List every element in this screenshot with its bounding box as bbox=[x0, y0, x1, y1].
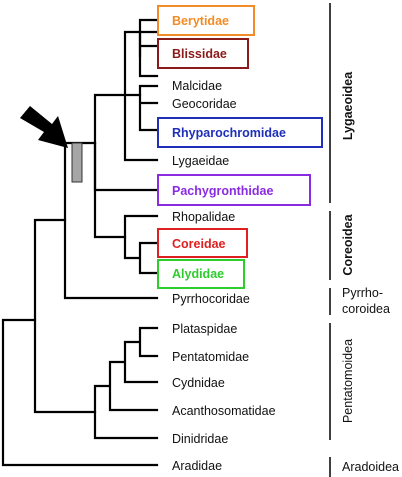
branch-coreoidea bbox=[123, 214, 159, 275]
highlight-box-coreidae bbox=[157, 228, 248, 258]
taxon-label-lygaeidae: Lygaeidae bbox=[172, 154, 229, 168]
branch-berytidae bbox=[138, 18, 159, 58]
taxon-label-rhopalidae: Rhopalidae bbox=[172, 210, 235, 224]
superfamily-label-pyrrhocoroidea-line1: Pyrrho- bbox=[342, 286, 383, 300]
highlight-box-rhyparochromidae bbox=[157, 117, 323, 148]
superfamily-label-lygaeoidea: Lygaeoidea bbox=[341, 71, 355, 140]
taxon-label-dinidridae: Dinidridae bbox=[172, 432, 228, 446]
highlight-box-berytidae bbox=[157, 5, 255, 36]
taxon-label-malcidae: Malcidae bbox=[172, 79, 222, 93]
taxon-label-acanthosomatidae: Acanthosomatidae bbox=[172, 404, 276, 418]
taxon-label-geocoridae: Geocoridae bbox=[172, 97, 237, 111]
taxon-label-aradidae: Aradidae bbox=[172, 459, 222, 473]
branch-lygaeoid-coreoid bbox=[93, 141, 127, 239]
branch-pentatomoidea bbox=[93, 326, 159, 440]
branch-root bbox=[1, 318, 159, 467]
taxon-label-cydnidae: Cydnidae bbox=[172, 376, 225, 390]
taxon-label-berytidae: Berytidae bbox=[172, 14, 229, 28]
highlight-box-alydidae bbox=[157, 259, 245, 289]
branch-malcidae-geocoridae bbox=[138, 84, 159, 132]
taxon-label-plataspidae: Plataspidae bbox=[172, 322, 237, 336]
taxon-label-pentatomidae: Pentatomidae bbox=[172, 350, 249, 364]
branch-main-split bbox=[33, 218, 97, 414]
taxon-label-pyrrhocoridae: Pyrrhocoridae bbox=[172, 292, 250, 306]
node-marker bbox=[71, 142, 83, 183]
superfamily-label-coreoidea: Coreoidea bbox=[341, 213, 355, 275]
taxon-label-rhyparochromidae: Rhyparochromidae bbox=[172, 126, 286, 140]
taxon-label-coreidae: Coreidae bbox=[172, 237, 226, 251]
arrow-icon bbox=[20, 106, 68, 148]
superfamily-label-pyrrhocoroidea-line2: coroidea bbox=[342, 302, 390, 316]
taxon-label-alydidae: Alydidae bbox=[172, 267, 224, 281]
superfamily-label-aradoidea: Aradoidea bbox=[342, 460, 399, 474]
highlight-box-pachygronthidae bbox=[157, 174, 311, 206]
superfamily-label-pentatomoidea: Pentatomoidea bbox=[341, 339, 355, 423]
tree-branches bbox=[1, 18, 159, 467]
taxon-label-pachygronthidae: Pachygronthidae bbox=[172, 184, 273, 198]
taxon-label-blissidae: Blissidae bbox=[172, 47, 227, 61]
highlight-box-blissidae bbox=[157, 38, 249, 69]
